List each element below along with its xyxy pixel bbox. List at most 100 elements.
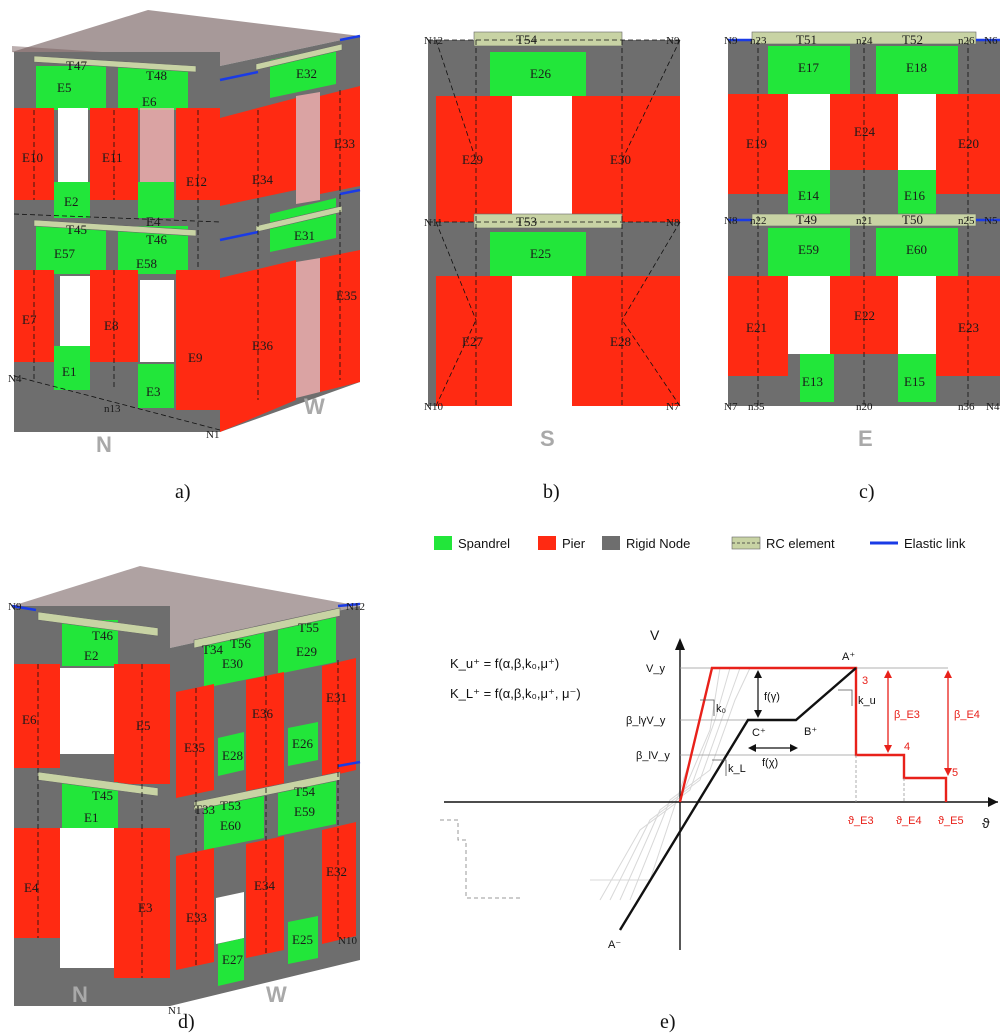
label-d-E2: E2 [84,648,98,663]
legend-swatch-pier [538,536,556,550]
annotation-f-chi: f(χ) [762,757,778,769]
label-a-E5: E5 [57,80,71,95]
label-d-E28: E28 [222,748,243,763]
label-b-N8: N8 [666,217,680,229]
label-a-E4: E4 [146,214,161,229]
label-a-E9: E9 [188,350,202,365]
y-tick-vy: V_y [646,663,665,675]
label-d-N10: N10 [338,935,357,947]
label-a-N1: N1 [206,429,219,441]
label-a-E2: E2 [64,194,78,209]
legend-label-rigid-node: Rigid Node [626,536,690,551]
label-b-T53: T53 [516,214,537,229]
label-a-E31: E31 [294,228,315,243]
label-c-E17: E17 [798,60,819,75]
panel-c-dir: E [858,426,873,451]
label-d-E4: E4 [24,880,39,895]
label-d-E32: E32 [326,864,347,879]
series-black-curve [618,667,857,931]
label-c-N4: N4 [986,401,1000,413]
y-axis-label: V [650,627,660,643]
label-d-E26: E26 [292,736,313,751]
panel-e-chart: K_u⁺ = f(α,β,k₀,μ⁺) K_L⁺ = f(α,β,k₀,μ⁺, … [440,627,998,1033]
label-d-E29: E29 [296,644,317,659]
annotation-beta-e3: β_E3 [894,709,920,721]
label-d-E1: E1 [84,810,98,825]
label-d-N12: N12 [346,601,365,613]
label-c-N6: N6 [984,35,998,47]
label-a-E33: E33 [334,136,355,151]
label-d-E30: E30 [222,656,243,671]
x-tick-theta-e4: ϑ_E4 [896,815,922,827]
panel-a-dir-left: N [96,432,112,457]
label-c-E22: E22 [854,308,875,323]
label-b-E29: E29 [462,152,483,167]
label-b-E26: E26 [530,66,551,81]
panel-a-dir-right: W [304,394,325,419]
panel-d-caption: d) [178,1011,195,1033]
label-d-E36: E36 [252,706,273,721]
label-d-E35: E35 [184,740,205,755]
label-a-E3: E3 [146,384,160,399]
x-axis-label: ϑ [982,815,990,831]
label-b-E25: E25 [530,246,551,261]
point-a-plus: A⁺ [842,651,855,663]
x-tick-theta-e3: ϑ_E3 [848,815,874,827]
label-d-E34: E34 [254,878,275,893]
label-c-E15: E15 [904,374,925,389]
label-a-E7: E7 [22,312,37,327]
label-d-T34: T34 [202,642,223,657]
label-b-N10: N10 [424,401,443,413]
label-a-E57: E57 [54,246,75,261]
label-d-E60: E60 [220,818,241,833]
label-c-N7: N7 [724,401,738,413]
panel-d-dir-left: N [72,982,88,1007]
label-b-N12: N12 [424,35,443,47]
label-c-n22: n22 [750,215,767,227]
legend-label-rc-element: RC element [766,536,835,551]
panel-d-dir-right: W [266,982,287,1007]
panel-c: T51 T52 E17 E18 E19 E24 E20 E14 E16 T49 … [724,31,1000,503]
panel-b-dir: S [540,426,555,451]
label-c-N9: N9 [724,35,738,47]
label-d-E27: E27 [222,952,243,967]
panel-c-caption: c) [859,481,875,503]
label-c-n25: n25 [958,215,975,227]
label-a-E10: E10 [22,150,43,165]
y-tick-beta-gamma-vy: β_lγV_y [626,715,666,727]
point-c-plus: C⁺ [752,727,766,739]
label-c-E18: E18 [906,60,927,75]
series-red-envelope [678,666,948,803]
label-c-E24: E24 [854,124,875,139]
label-d-E25: E25 [292,932,313,947]
legend-label-elastic-link: Elastic link [904,536,966,551]
label-d-E5: E5 [136,718,150,733]
label-d-T54: T54 [294,784,315,799]
label-c-n21: n21 [856,215,873,227]
y-tick-beta-vy: β_lV_y [636,750,670,762]
label-a-T48: T48 [146,68,167,83]
label-c-N5: N5 [984,215,998,227]
label-a-T45: T45 [66,222,87,237]
label-a-E1: E1 [62,364,76,379]
label-c-T50: T50 [902,212,923,227]
label-d-T56: T56 [230,636,251,651]
point-a-minus: A⁻ [608,939,621,951]
equation-ku: K_u⁺ = f(α,β,k₀,μ⁺) [450,656,559,671]
label-a-E58: E58 [136,256,157,271]
label-d-E33: E33 [186,910,207,925]
label-b-T54: T54 [516,32,537,47]
label-b-E30: E30 [610,152,631,167]
legend-label-spandrel: Spandrel [458,536,510,551]
label-a-E34: E34 [252,172,273,187]
label-d-N1: N1 [168,1005,181,1017]
label-c-n24: n24 [856,35,873,47]
label-d-T33: T33 [194,802,215,817]
legend-swatch-rc-element [731,536,761,550]
label-c-T52: T52 [902,32,923,47]
label-c-E20: E20 [958,136,979,151]
panel-b: T54 E26 E29 E30 T53 E25 E27 E28 N12 N9 N… [424,31,681,503]
label-a-n13: n13 [104,403,121,415]
label-d-E3: E3 [138,900,152,915]
label-c-E59: E59 [798,242,819,257]
